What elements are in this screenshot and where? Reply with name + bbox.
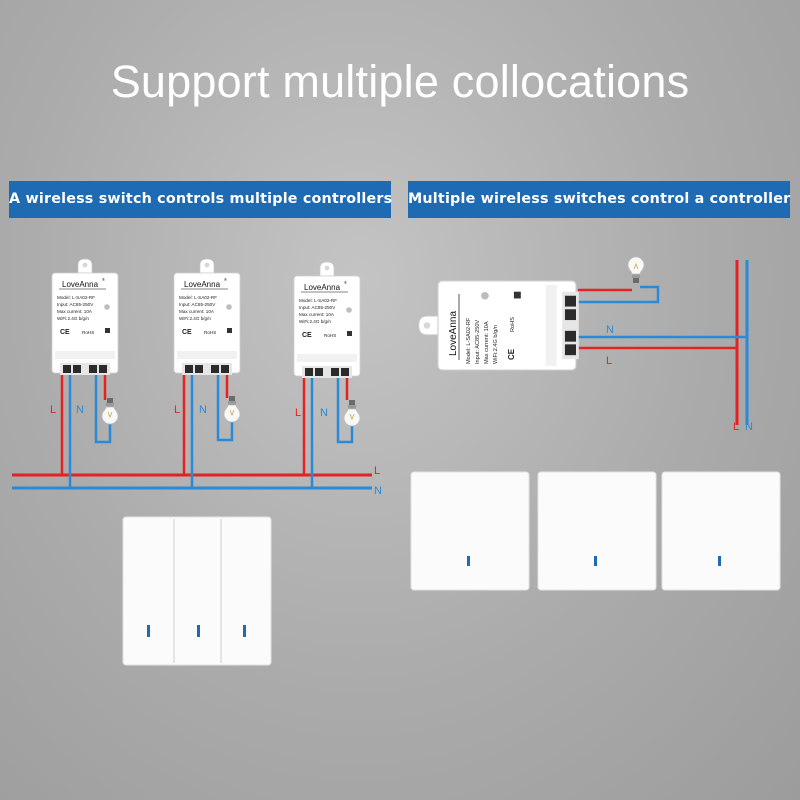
wire-label-live: L <box>50 404 56 416</box>
svg-text:Max current: 10A: Max current: 10A <box>299 312 335 317</box>
svg-text:CE: CE <box>302 332 312 339</box>
svg-text:Model: L-SA02-RF: Model: L-SA02-RF <box>179 295 217 300</box>
svg-text:RoHS: RoHS <box>510 317 516 332</box>
wireless-switch-3 <box>661 471 781 591</box>
controller-module-3: LoveAnna ® Model: L-SA02-RF Input: AC85-… <box>293 261 361 379</box>
wire-label-neutral: N <box>606 324 614 336</box>
bulb-icon <box>223 395 241 423</box>
banner-multiple-switches-single-controller: Multiple wireless switches control a con… <box>408 181 790 218</box>
svg-text:RoHS: RoHS <box>324 333 336 338</box>
indicator-light <box>467 556 470 566</box>
svg-text:®: ® <box>102 277 105 282</box>
wire-label-neutral: N <box>745 421 753 433</box>
svg-text:Model: L-SA02-RF: Model: L-SA02-RF <box>299 298 337 303</box>
ce-mark: CE <box>60 329 70 336</box>
wire-label-neutral: N <box>199 404 207 416</box>
bulb-icon <box>101 397 119 425</box>
svg-text:Input: AC85-250V: Input: AC85-250V <box>179 302 216 307</box>
wire-label-live: L <box>295 407 301 419</box>
svg-text:Max current: 10A: Max current: 10A <box>57 309 93 314</box>
bulb-icon <box>627 256 645 284</box>
page-headline: Support multiple collocations <box>110 56 690 107</box>
wireless-switch-1 <box>410 471 530 591</box>
svg-text:®: ® <box>344 280 347 285</box>
wireless-switch-2 <box>537 471 657 591</box>
svg-text:Max current: 10A: Max current: 10A <box>484 321 490 364</box>
wire-label-live: L <box>174 404 180 416</box>
controller-module-right: LoveAnna Model: L-SA02-RF Input: AC85-25… <box>417 280 580 371</box>
wire-label-neutral: N <box>76 404 84 416</box>
svg-text:WiFi:2.4G b/g/n: WiFi:2.4G b/g/n <box>299 319 331 324</box>
controller-module-2: LoveAnna ® Model: L-SA02-RF Input: AC85-… <box>173 258 241 376</box>
wire-label-live: L <box>374 465 380 477</box>
wire-label-live: L <box>606 355 612 367</box>
indicator-light-2 <box>197 625 200 637</box>
wire-label-neutral: N <box>320 407 328 419</box>
indicator-light-1 <box>147 625 150 637</box>
svg-text:CE: CE <box>507 348 516 360</box>
banner-single-switch-multiple-controllers: A wireless switch controls multiple cont… <box>9 181 392 218</box>
wire-label-neutral: N <box>374 485 382 497</box>
svg-text:WiFi:2.4G b/g/n: WiFi:2.4G b/g/n <box>493 325 499 364</box>
svg-text:Model: L-SA02-RF: Model: L-SA02-RF <box>57 295 95 300</box>
wireless-switch-3gang <box>122 516 272 666</box>
svg-text:WiFi:2.4G b/g/n: WiFi:2.4G b/g/n <box>57 316 89 321</box>
indicator-light <box>594 556 597 566</box>
svg-text:Input: AC85-250V: Input: AC85-250V <box>57 302 94 307</box>
indicator-light-3 <box>243 625 246 637</box>
svg-text:LoveAnna: LoveAnna <box>304 283 341 292</box>
right-wiring <box>578 260 749 425</box>
wire-label-live: L <box>733 421 739 433</box>
svg-text:Input: AC85-250V: Input: AC85-250V <box>299 305 336 310</box>
svg-text:LoveAnna: LoveAnna <box>184 280 221 289</box>
controller-module-1: LoveAnna ® Model: L-SA02-RF Input: AC85-… <box>51 258 119 376</box>
svg-text:Max current: 10A: Max current: 10A <box>179 309 215 314</box>
bulb-icon <box>343 399 361 427</box>
svg-text:RoHS: RoHS <box>204 330 216 335</box>
svg-text:LoveAnna: LoveAnna <box>448 311 459 356</box>
svg-text:Input: AC85-250V: Input: AC85-250V <box>475 320 481 364</box>
svg-text:®: ® <box>224 277 227 282</box>
rohs-mark: RoHS <box>82 330 94 335</box>
svg-text:WiFi:2.4G b/g/n: WiFi:2.4G b/g/n <box>179 316 211 321</box>
indicator-light <box>718 556 721 566</box>
svg-text:Model: L-SA02-RF: Model: L-SA02-RF <box>466 317 472 364</box>
svg-text:CE: CE <box>182 329 192 336</box>
module-brand: LoveAnna <box>62 280 99 289</box>
